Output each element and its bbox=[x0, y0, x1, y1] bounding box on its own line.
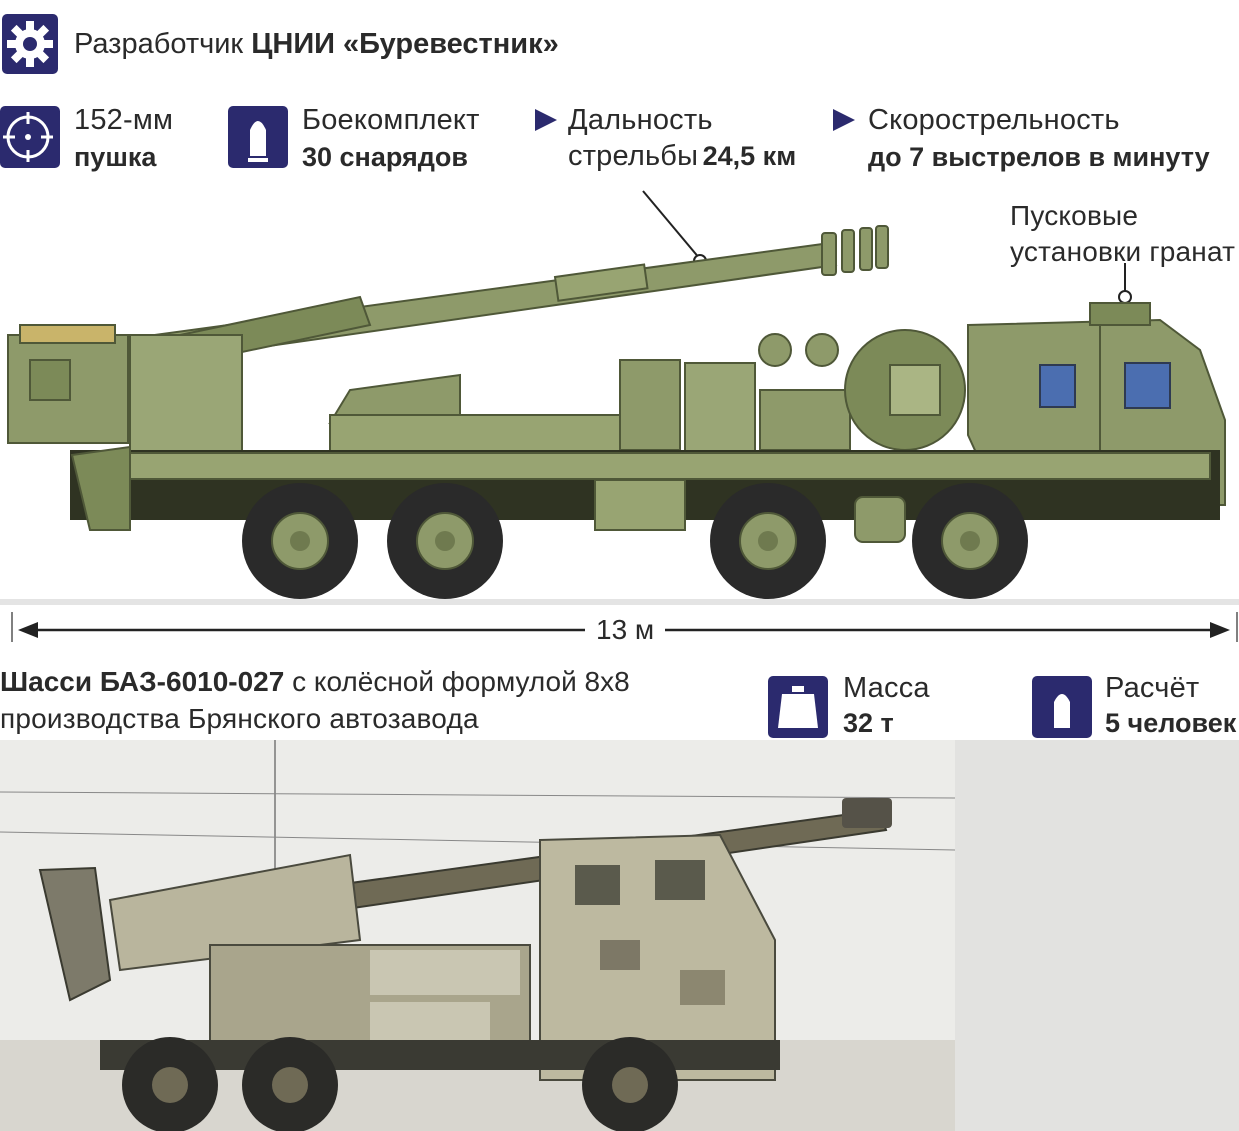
spec-range-value: 24,5 км bbox=[702, 141, 797, 171]
spec-rate-line1: Скорострельность bbox=[868, 104, 1120, 136]
spec-ammo-line1: Боекомплект bbox=[302, 104, 480, 136]
spec-range-line1: Дальность bbox=[568, 104, 713, 136]
vehicle-illustration bbox=[0, 190, 1239, 605]
developer-name: ЦНИИ «Буревестник» bbox=[251, 28, 559, 60]
weight-icon bbox=[768, 676, 828, 738]
wheel bbox=[387, 483, 503, 599]
spec-rate-line2: до 7 выстрелов в минуту bbox=[868, 142, 1210, 172]
crosshair-icon bbox=[0, 106, 60, 168]
spec-gun-line1: 152-мм bbox=[74, 104, 174, 136]
mass-label: Масса bbox=[843, 672, 930, 704]
crew-label: Расчёт bbox=[1105, 672, 1200, 704]
callout-line2: установки гранат bbox=[1010, 236, 1236, 267]
spec-ammo-line2: 30 снарядов bbox=[302, 142, 468, 172]
wheel bbox=[912, 483, 1028, 599]
developer-line: Разработчик ЦНИИ «Буревестник» bbox=[74, 28, 559, 61]
chassis-formula: с колёсной формулой 8х8 bbox=[284, 666, 630, 697]
wheel bbox=[710, 483, 826, 599]
wheel bbox=[242, 483, 358, 599]
chassis-model: Шасси БАЗ-6010-027 bbox=[0, 666, 285, 697]
callout-line1: Пусковые bbox=[1010, 200, 1139, 231]
mass-value: 32 т bbox=[843, 708, 894, 738]
crew-value: 5 человек bbox=[1105, 708, 1237, 738]
vehicle-photo bbox=[0, 740, 955, 1131]
shell-icon bbox=[228, 106, 288, 168]
length-label: 13 м bbox=[596, 614, 655, 645]
spec-gun-line2: пушка bbox=[74, 142, 157, 172]
chassis-line2: производства Брянского автозавода bbox=[0, 703, 479, 734]
triangle-arrow-icon bbox=[833, 109, 855, 131]
gear-icon bbox=[2, 14, 58, 74]
crew-icon bbox=[1032, 676, 1092, 738]
developer-label: Разработчик bbox=[74, 28, 244, 60]
length-dimension: 13 м bbox=[0, 612, 1239, 648]
triangle-arrow-icon bbox=[535, 109, 557, 131]
spec-range-line2: стрельбы 24,5 км bbox=[568, 140, 796, 173]
spec-range-prefix: стрельбы bbox=[568, 140, 699, 172]
blank-panel bbox=[955, 740, 1239, 1131]
chassis-line1: Шасси БАЗ-6010-027 с колёсной формулой 8… bbox=[0, 666, 630, 698]
